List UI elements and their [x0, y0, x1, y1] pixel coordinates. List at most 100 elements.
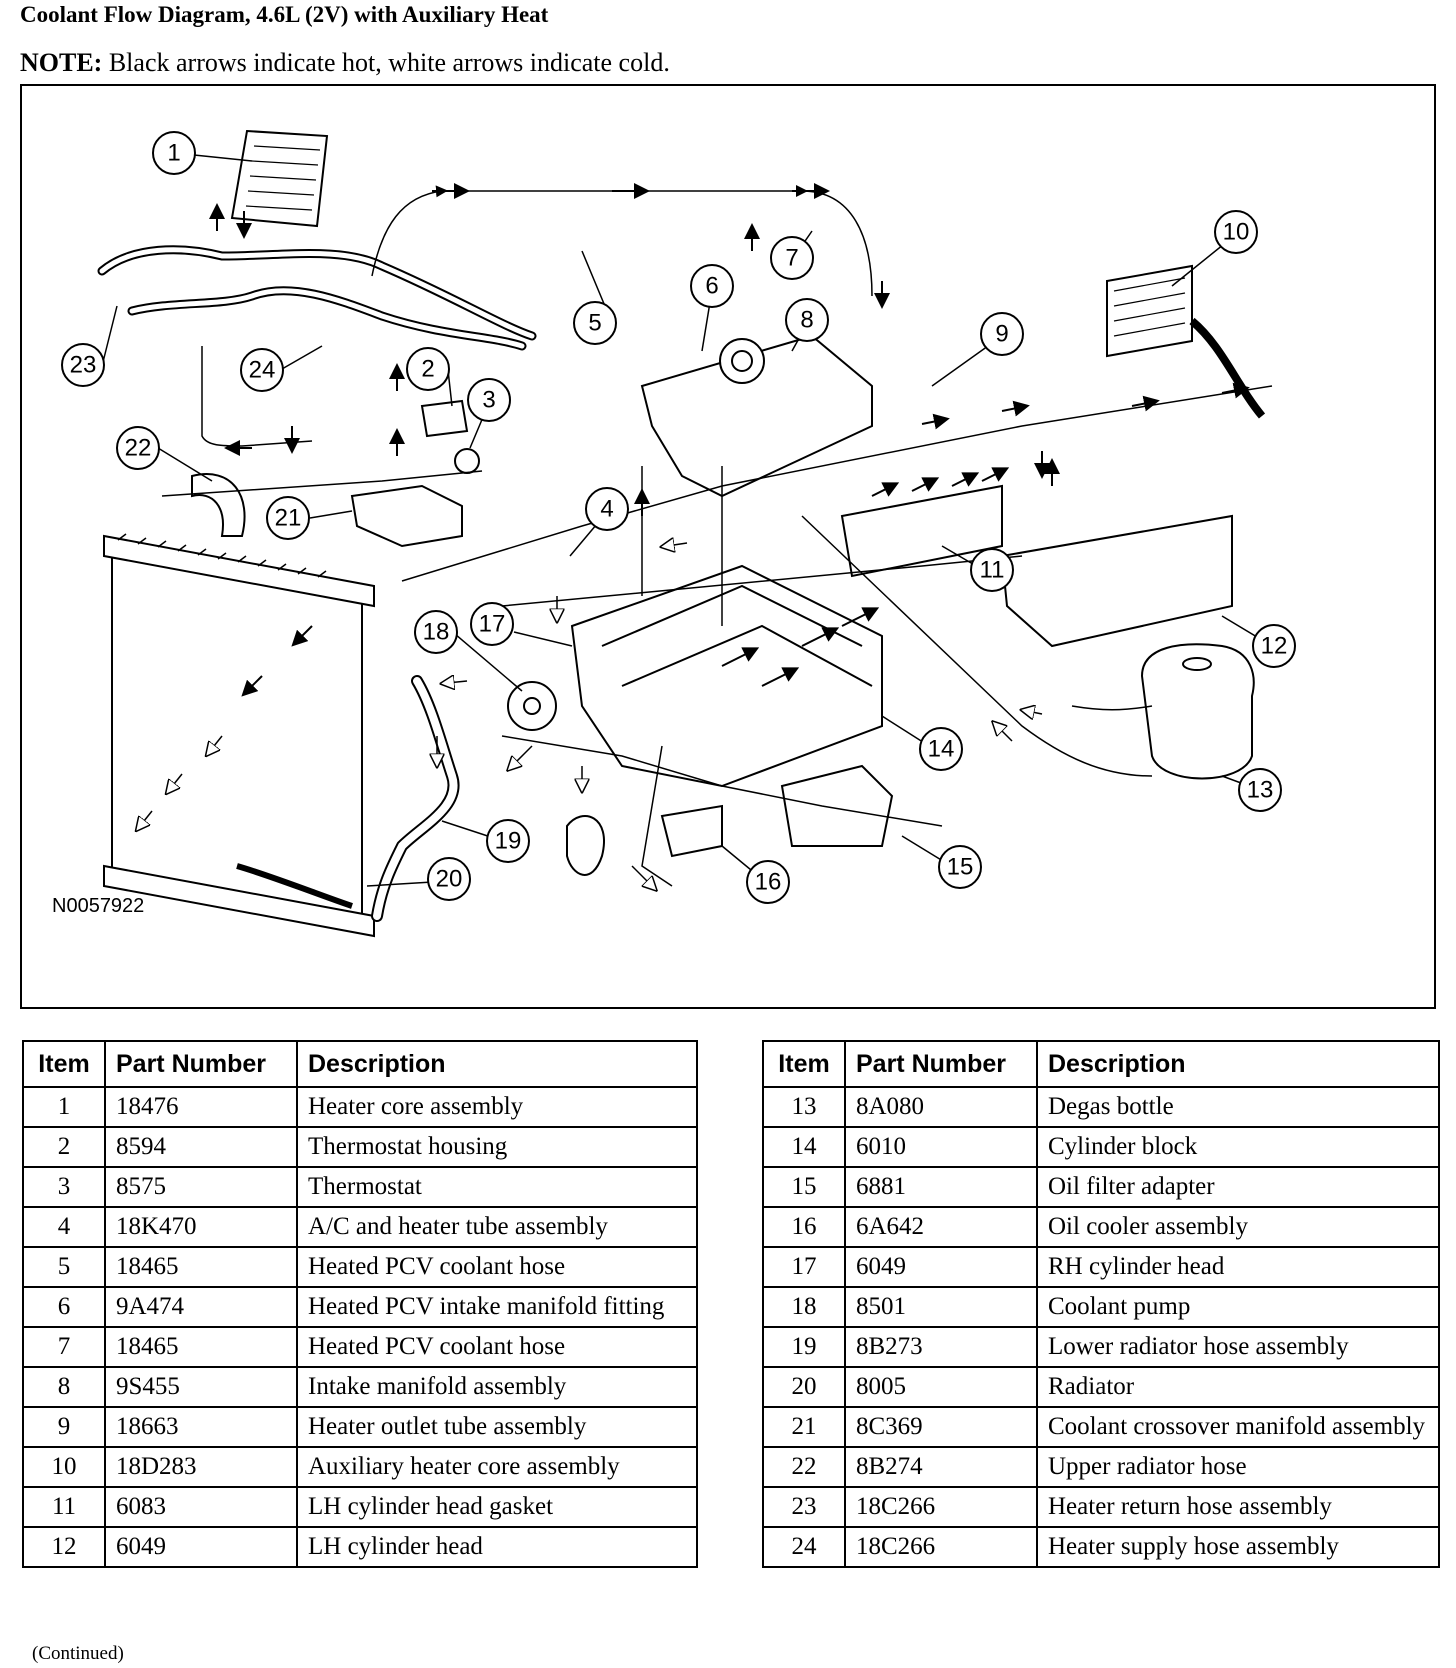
description-cell: Intake manifold assembly	[296, 1366, 698, 1408]
item-cell: 23	[762, 1486, 846, 1528]
header-item: Item	[22, 1040, 106, 1088]
svg-text:23: 23	[70, 352, 97, 379]
callout-14: 14	[919, 727, 963, 771]
svg-text:24: 24	[249, 357, 276, 384]
callout-7: 7	[770, 236, 814, 280]
part-number-cell: 9A474	[104, 1286, 298, 1328]
callout-8: 8	[785, 298, 829, 342]
description-cell: LH cylinder head	[296, 1526, 698, 1568]
item-cell: 15	[762, 1166, 846, 1208]
svg-text:9: 9	[995, 321, 1008, 348]
callout-2: 2	[406, 347, 450, 391]
part-number-cell: 18476	[104, 1086, 298, 1128]
header-part-number: Part Number	[104, 1040, 298, 1088]
coolant-flow-diagram: 1 2 3 4 5 6 7 8 9 10 11 12 13 14 15 16 1…	[20, 84, 1436, 1009]
item-cell: 17	[762, 1246, 846, 1288]
callout-13: 13	[1238, 768, 1282, 812]
header-description: Description	[296, 1040, 698, 1088]
description-cell: Heated PCV intake manifold fitting	[296, 1286, 698, 1328]
part-number-cell: 6049	[844, 1246, 1038, 1288]
hot-arrows	[209, 183, 1250, 697]
item-cell: 7	[22, 1326, 106, 1368]
part-number-cell: 6A642	[844, 1206, 1038, 1248]
svg-text:19: 19	[495, 828, 522, 855]
part-number-cell: 18C266	[844, 1486, 1038, 1528]
description-cell: Oil filter adapter	[1036, 1166, 1440, 1208]
svg-text:12: 12	[1261, 633, 1288, 660]
part-number-cell: 8A080	[844, 1086, 1038, 1128]
svg-text:21: 21	[275, 505, 302, 532]
callout-9: 9	[980, 312, 1024, 356]
description-cell: Thermostat	[296, 1166, 698, 1208]
callout-4: 4	[585, 487, 629, 531]
description-cell: LH cylinder head gasket	[296, 1486, 698, 1528]
item-cell: 11	[22, 1486, 106, 1528]
cold-arrows	[140, 543, 1043, 886]
item-cell: 1	[22, 1086, 106, 1128]
heater-hoses-drawing	[97, 245, 537, 351]
item-cell: 19	[762, 1326, 846, 1368]
description-cell: Auxiliary heater core assembly	[296, 1446, 698, 1488]
item-cell: 4	[22, 1206, 106, 1248]
front-components-drawing	[191, 399, 894, 876]
description-cell: Radiator	[1036, 1366, 1440, 1408]
callout-16: 16	[746, 860, 790, 904]
item-cell: 12	[22, 1526, 106, 1568]
part-number-cell: 8501	[844, 1286, 1038, 1328]
item-cell: 8	[22, 1366, 106, 1408]
svg-text:1: 1	[167, 140, 180, 167]
callout-1: 1	[152, 131, 196, 175]
callout-19: 19	[486, 819, 530, 863]
description-cell: Heater supply hose assembly	[1036, 1526, 1440, 1568]
description-cell: Heated PCV coolant hose	[296, 1326, 698, 1368]
item-cell: 24	[762, 1526, 846, 1568]
radiator-drawing	[103, 533, 375, 938]
part-number-cell: 18663	[104, 1406, 298, 1448]
intake-manifold-drawing	[640, 334, 873, 498]
part-number-cell: 8C369	[844, 1406, 1038, 1448]
item-cell: 21	[762, 1406, 846, 1448]
aux-heater-core-drawing	[1106, 264, 1266, 419]
description-cell: Upper radiator hose	[1036, 1446, 1440, 1488]
item-cell: 18	[762, 1286, 846, 1328]
item-cell: 2	[22, 1126, 106, 1168]
part-number-cell: 18D283	[104, 1446, 298, 1488]
svg-text:22: 22	[125, 435, 152, 462]
header-description: Description	[1036, 1040, 1440, 1088]
svg-text:4: 4	[600, 496, 613, 523]
item-cell: 10	[22, 1446, 106, 1488]
part-number-cell: 6881	[844, 1166, 1038, 1208]
description-cell: Lower radiator hose assembly	[1036, 1326, 1440, 1368]
callout-18: 18	[414, 610, 458, 654]
description-cell: Heater core assembly	[296, 1086, 698, 1128]
svg-text:11: 11	[980, 557, 1005, 584]
part-number-cell: 6083	[104, 1486, 298, 1528]
description-cell: RH cylinder head	[1036, 1246, 1440, 1288]
callout-6: 6	[690, 264, 734, 308]
svg-text:3: 3	[482, 387, 495, 414]
item-cell: 14	[762, 1126, 846, 1168]
item-cell: 20	[762, 1366, 846, 1408]
callout-17: 17	[470, 602, 514, 646]
item-cell: 13	[762, 1086, 846, 1128]
item-cell: 16	[762, 1206, 846, 1248]
item-cell: 3	[22, 1166, 106, 1208]
svg-text:7: 7	[785, 245, 798, 272]
callout-22: 22	[116, 426, 160, 470]
part-number-cell: 6010	[844, 1126, 1038, 1168]
